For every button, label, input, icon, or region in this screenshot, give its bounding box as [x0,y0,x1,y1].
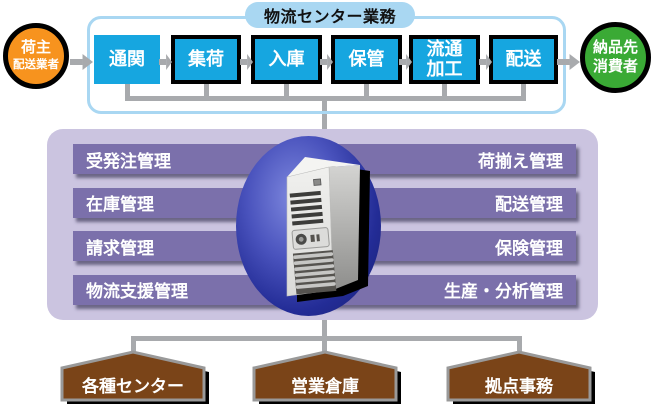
flow-arrow-icon [158,54,172,70]
diagram-title: 物流センター業務 [245,2,415,28]
management-label-right: 荷揃え管理 [478,151,563,171]
flow-step-inbound: 入庫 [251,35,322,84]
facility-warehouse: 営業倉庫 [252,350,402,406]
consignee-label-line2: 消費者 [592,57,638,75]
warehouse-shape-icon [252,350,401,404]
consignee-label-line1: 納品先 [592,38,638,56]
management-label-left: 物流支援管理 [86,282,188,301]
management-label-right: 生産・分析管理 [444,282,563,301]
flow-arrow-icon [239,54,253,70]
management-label-left: 受発注管理 [86,151,171,171]
connector-line [130,336,136,358]
facility-label: 各種センター [82,376,184,396]
flow-step-processing: 流通加工 [409,35,480,84]
flow-arrow-icon [478,54,492,70]
connector-line [364,84,369,99]
connector-line [203,84,209,99]
management-label-right: 配送管理 [495,195,563,214]
connector-line [130,336,522,341]
connector-line [521,84,526,99]
facility-label: 営業倉庫 [291,376,359,396]
connector-line [284,84,289,99]
consignee-node: 納品先 消費者 [580,22,651,93]
server-tower-icon [286,157,370,302]
shipper-label-line1: 荷主 [20,39,51,57]
flow-arrow-icon [320,54,333,70]
facility-centers: 各種センター [60,350,210,406]
flow-step-collection: 集荷 [171,35,241,84]
warehouse-shape-icon [446,350,595,404]
management-label-right: 保険管理 [495,238,563,258]
shipper-label-line2: 配送業者 [13,59,59,72]
flow-arrow-icon [70,54,93,70]
shipper-node: 荷主 配送業者 [3,23,69,89]
facility-office: 拠点事務 [446,350,596,406]
management-label-left: 請求管理 [86,238,154,258]
flow-step-storage: 保管 [331,35,402,84]
warehouse-shape-icon [60,350,209,404]
facility-label: 拠点事務 [485,376,553,396]
connector-line [442,84,447,99]
flow-step-customs: 通関 [94,35,160,84]
server-circle [236,136,381,316]
flow-step-delivery: 配送 [489,35,558,84]
flow-arrow-icon [557,54,580,70]
flow-arrow-icon [399,54,412,70]
connector-line [516,336,522,358]
connector-line [124,84,130,99]
management-label-left: 在庫管理 [86,195,154,214]
